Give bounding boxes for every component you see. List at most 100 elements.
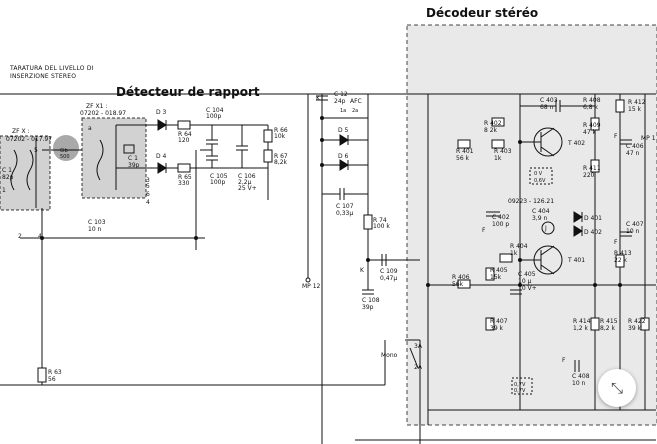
r414-val: 1,2 k <box>573 325 588 332</box>
r411-label: R 411 <box>583 165 601 172</box>
r422-val: 39 k <box>628 325 642 332</box>
r66-val: 10k <box>274 133 286 140</box>
mono-label: Mono <box>381 352 398 359</box>
c403-val: 68 n <box>540 104 554 111</box>
r402-val: 8 2k <box>484 127 498 134</box>
coil-val2: 500 <box>60 154 70 160</box>
r64-val: 120 <box>178 137 190 144</box>
r409-val: 47 k <box>583 129 597 136</box>
c407-label: C 407 <box>626 221 644 228</box>
afc-2a: 2a <box>352 108 358 114</box>
box-07v-1: 0,7V <box>514 382 526 388</box>
c407-val: 10 n <box>626 228 640 235</box>
part-number: 09223 - 126.21 <box>508 198 554 205</box>
inserzione-label: INSERZIONE STEREO <box>10 73 76 80</box>
sw-3a: 3A <box>414 343 423 350</box>
r74-val: 100 k <box>373 223 390 230</box>
mark-3: 3 <box>146 177 150 184</box>
r65-label: R 65 <box>178 174 192 181</box>
f-label-3: F <box>614 239 618 246</box>
t401-label: T 401 <box>567 257 585 264</box>
zf-box-right <box>81 117 147 199</box>
c108-val: 39p <box>362 304 374 311</box>
r401-top-label: R 401 <box>456 148 474 155</box>
d401-label: D 401 <box>584 215 602 222</box>
decoder-title: Décodeur stéréo <box>426 6 538 20</box>
r413-label: R 413 <box>614 250 632 257</box>
r406-label: R 406 <box>452 274 470 281</box>
junction-dots <box>40 116 622 287</box>
c406-label: C 406 <box>626 143 644 150</box>
zfx1-label: ZF X1 : <box>86 103 107 110</box>
c408-label: C 408 <box>572 373 590 380</box>
box-top-06v: 0,6V <box>534 178 546 184</box>
r407-val: 39 k <box>490 325 504 332</box>
r412-label: R 412 <box>628 99 646 106</box>
c408-val: 10 n <box>572 380 586 387</box>
r408-label: R 408 <box>583 97 601 104</box>
d3-label: D 3 <box>156 109 167 116</box>
r63-label: R 63 <box>48 369 62 376</box>
r406-val: 56k <box>452 281 464 288</box>
mp1-label: MP 1 <box>641 135 656 142</box>
c12-label: C 12 <box>334 91 348 98</box>
r66-label: R 66 <box>274 127 288 134</box>
r64-label: R 64 <box>178 131 192 138</box>
mark-a: a <box>88 125 92 132</box>
c405-val2: 10 V+ <box>518 285 537 292</box>
c403-label: C 403 <box>540 97 558 104</box>
c404-label: C 404 <box>532 208 550 215</box>
wiring <box>0 93 656 444</box>
sw-2a: 2A <box>414 364 423 371</box>
r403-label: R 403 <box>494 148 512 155</box>
f-label-4: F <box>562 357 566 364</box>
c106-val2: 25 V+ <box>238 185 257 192</box>
c104-label: C 104 <box>206 107 224 114</box>
f-label-1: F <box>614 133 618 140</box>
afc-1a: 1a <box>340 108 346 114</box>
c1-left-val: 82p <box>2 174 14 181</box>
f-label-2: F <box>482 227 486 234</box>
mark-5-left: 5 <box>34 147 38 154</box>
c12-val: 24p <box>334 98 346 105</box>
box-top-0v: 0 V <box>534 171 543 177</box>
c404-val: 3,9 n <box>532 215 547 222</box>
r405-val: 15k <box>490 274 502 281</box>
r401-top-val: 56 k <box>456 155 470 162</box>
c405-label: C 405 <box>518 271 536 278</box>
r413-val: 22 k <box>614 257 628 264</box>
c405-val: 10 μ <box>518 278 532 285</box>
c406-val: 47 n <box>626 150 640 157</box>
r404-label: R 404 <box>510 243 528 250</box>
zf-box-left <box>0 135 51 211</box>
ratio-detector-title: Détecteur de rapport <box>116 85 260 99</box>
r74-label: R 74 <box>373 217 387 224</box>
r414-label: R 414 <box>573 318 591 325</box>
expand-arrows-icon: ⤡ <box>610 379 623 397</box>
t402-label: T 402 <box>567 140 585 147</box>
c402-val: 100 p <box>492 221 509 228</box>
mark-4-right: 4 <box>146 199 150 206</box>
c402-label: C 402 <box>492 214 510 221</box>
expand-button[interactable]: ⤡ <box>598 369 636 407</box>
c105-val: 100p <box>210 179 225 186</box>
c107-val: 0,33μ <box>336 210 353 217</box>
afc-label: AFC <box>350 98 362 105</box>
r63-val: 56 <box>48 376 56 383</box>
r403-val: 1k <box>494 155 502 162</box>
r409-label: R 409 <box>583 122 601 129</box>
k-label-1: K <box>316 95 321 102</box>
r422-label: R 422 <box>628 318 646 325</box>
r67-val: 8,2k <box>274 159 288 166</box>
k-label-2: K <box>360 267 365 274</box>
component-labels: ZF X : 07202 - 017.97 ZF X1 : 07202 - 01… <box>2 91 656 394</box>
c105-label: C 105 <box>210 173 228 180</box>
c106-label: C 106 <box>238 173 256 180</box>
c1-right-val: 39p <box>128 162 140 169</box>
r412-val: 15 k <box>628 106 642 113</box>
mark-5-right: 5 <box>146 183 150 190</box>
d402-label: D 402 <box>584 229 602 236</box>
r402-label: R 402 <box>484 120 502 127</box>
